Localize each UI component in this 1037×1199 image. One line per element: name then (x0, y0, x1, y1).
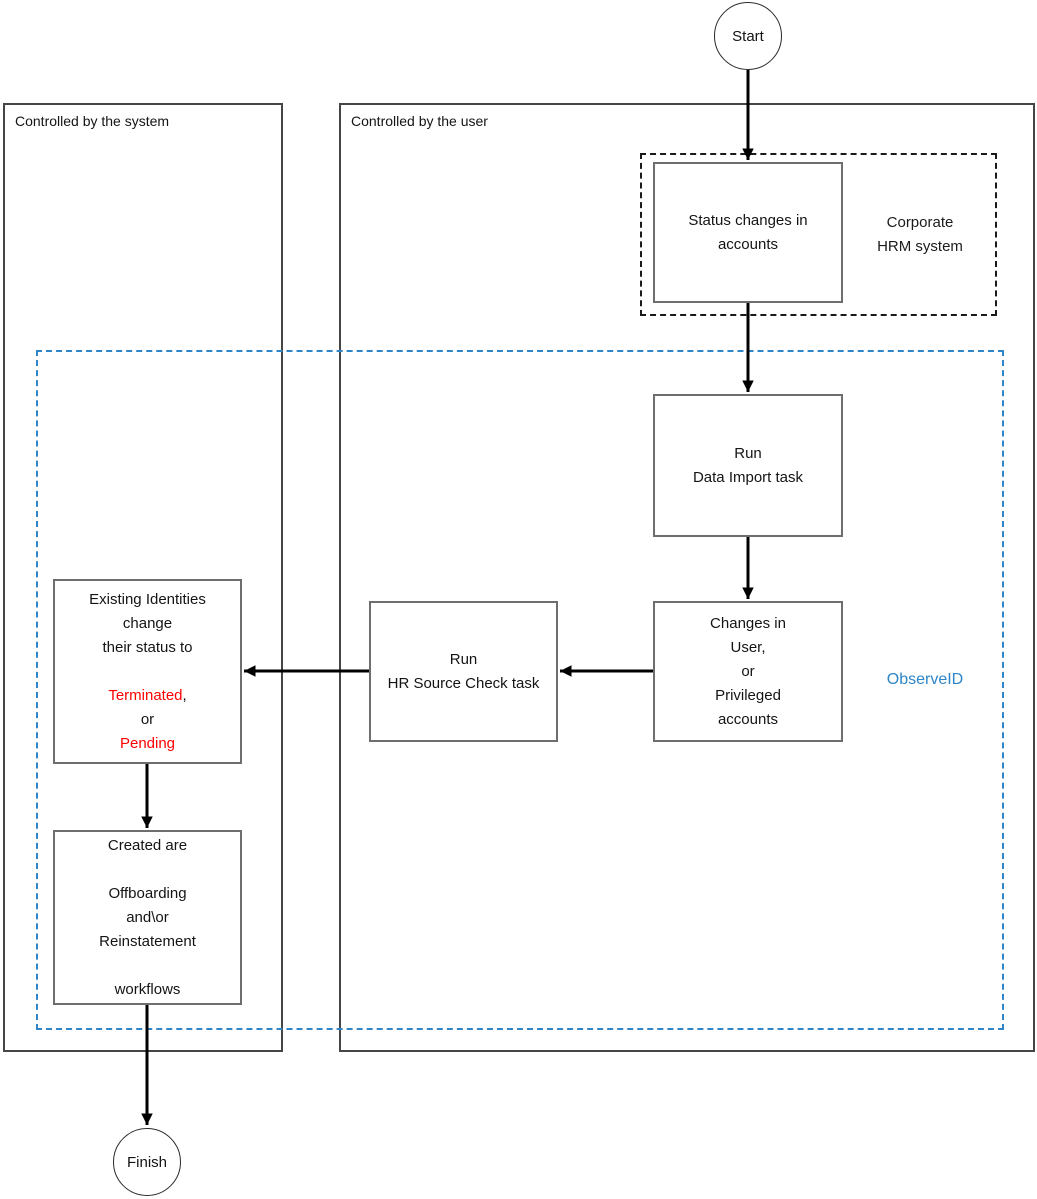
node-text-line: Created are (107, 836, 188, 854)
corporate-hrm-label-line: HRM system (877, 237, 963, 255)
node-text-line: User, (730, 638, 766, 656)
node-text-line: Run (449, 650, 478, 668)
node-text-line-blank (55, 660, 240, 684)
node-text-line: Run (734, 444, 762, 462)
lane-system-label: Controlled by the system (15, 113, 170, 129)
status-pending-text: Pending (119, 734, 176, 752)
lane-user-label: Controlled by the user (351, 113, 488, 129)
finish-label: Finish (126, 1153, 167, 1171)
node-text-line: change (122, 614, 173, 632)
node-text-line: Reinstatement (99, 932, 196, 950)
node-text-line: Data Import task (692, 468, 804, 486)
node-run-hr-source-check-task: Run HR Source Check task (369, 601, 558, 742)
status-terminated-comma: , (182, 686, 187, 704)
observeid-dashed-region (36, 350, 1004, 1030)
node-text-line: Status changes in (688, 211, 808, 229)
start-label: Start (732, 27, 764, 45)
node-status-changes-in-accounts: Status changes in accounts (653, 162, 843, 303)
lane-controlled-by-system: Controlled by the system (3, 103, 283, 1052)
observeid-label: ObserveID (886, 671, 964, 688)
node-existing-identities-status: Existing Identities change their status … (53, 579, 242, 764)
node-text-line: accounts (717, 235, 779, 253)
node-text-line: accounts (717, 710, 779, 728)
node-created-workflows: Created are Offboarding and\or Reinstate… (53, 830, 242, 1005)
corporate-hrm-label: Corporate HRM system (845, 153, 995, 316)
node-text-line: Privileged (715, 686, 781, 704)
status-terminated-text: Terminated (108, 686, 183, 704)
node-text-line: Changes in (710, 614, 786, 632)
node-changes-in-user-or-privileged-accounts: Changes in User, or Privileged accounts (653, 601, 843, 742)
corporate-hrm-dashed-region (640, 153, 997, 316)
finish-terminator: Finish (113, 1128, 181, 1196)
node-text-line: or (741, 662, 755, 680)
node-run-data-import-task: Run Data Import task (653, 394, 843, 537)
node-text-line: Offboarding (108, 884, 187, 902)
node-text-line-blank (55, 858, 240, 882)
lane-controlled-by-user: Controlled by the user (339, 103, 1035, 1052)
node-text-line: and\or (126, 908, 169, 926)
node-text-line: workflows (114, 980, 181, 998)
node-text-line: HR Source Check task (387, 674, 540, 692)
node-text-line: their status to (102, 638, 193, 656)
node-text-line-terminated: Terminated, (55, 684, 240, 708)
node-text-line: or (140, 710, 155, 728)
start-terminator: Start (714, 2, 782, 70)
node-text-line-blank (55, 954, 240, 978)
corporate-hrm-label-line: Corporate (886, 213, 954, 231)
node-text-line: Existing Identities (89, 590, 206, 608)
